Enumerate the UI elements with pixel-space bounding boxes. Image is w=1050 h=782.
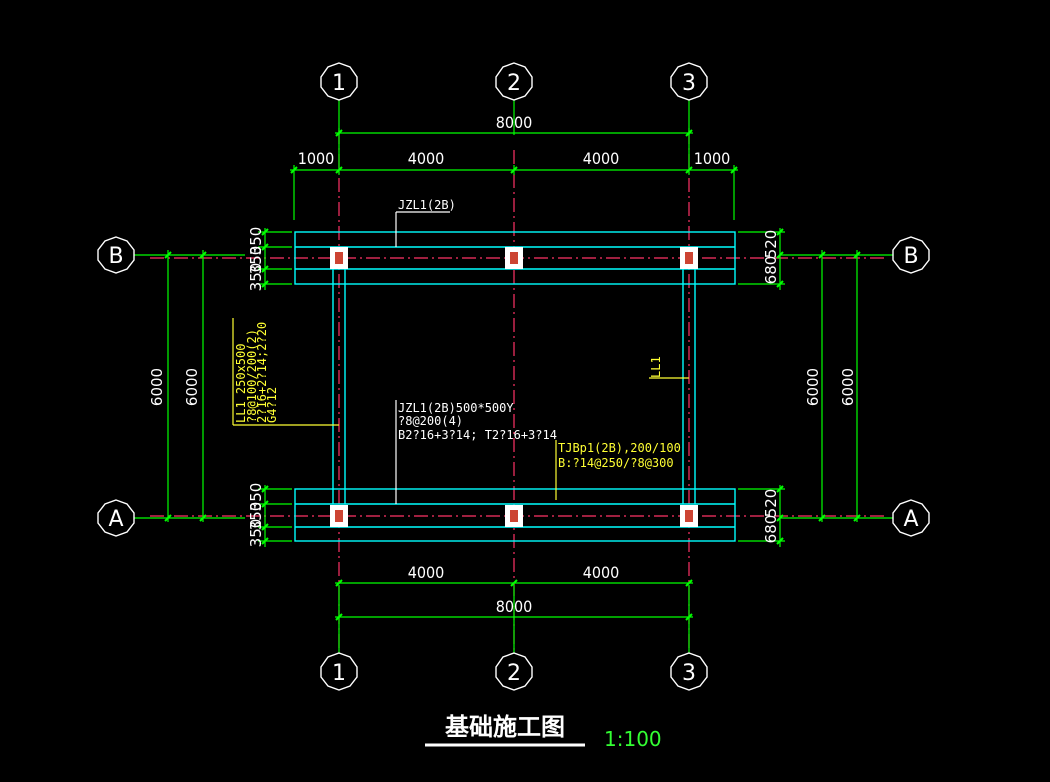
axis-label-b-right: B bbox=[903, 244, 918, 269]
dim-left-a-350b: 350 bbox=[247, 502, 265, 531]
note-jzl-top: JZL1(2B) bbox=[398, 198, 456, 212]
dim-right-a-680: 680 bbox=[762, 515, 780, 544]
right-dimensions bbox=[738, 228, 858, 547]
axis-label-1-top: 1 bbox=[332, 71, 346, 96]
axis-label-2-top: 2 bbox=[507, 71, 521, 96]
axis-label-a-right: A bbox=[903, 507, 918, 532]
dim-right-b-520: 520 bbox=[762, 230, 780, 259]
column-b1 bbox=[330, 247, 348, 269]
axis-bubble-1-bottom bbox=[320, 652, 358, 691]
axis-label-a-left: A bbox=[108, 507, 123, 532]
column-a2 bbox=[505, 505, 523, 527]
note-jzl-mid-1: JZL1(2B)500*500Y bbox=[398, 401, 514, 415]
dim-left-b-350a: 350 bbox=[247, 227, 265, 256]
axis-bubble-b-left bbox=[97, 236, 135, 274]
dim-left-inner: 6000 bbox=[183, 368, 201, 406]
column-a1 bbox=[330, 505, 348, 527]
axis-bubble-1-top bbox=[320, 62, 358, 101]
axis-label-2-bottom: 2 bbox=[507, 661, 521, 686]
note-ll1-side: LL1 bbox=[649, 356, 663, 378]
axis-bubble-3-bottom bbox=[670, 652, 708, 691]
axis-bubble-a-left bbox=[97, 499, 135, 537]
axis-bubble-2-bottom bbox=[495, 652, 533, 691]
note-ll1-4: G4?12 bbox=[265, 387, 279, 423]
note-ll1-1: LL1 250x500 bbox=[234, 344, 248, 423]
drawing-title: 基础施工图 bbox=[445, 713, 565, 741]
dim-right-inner: 6000 bbox=[804, 368, 822, 406]
dim-top-span-2: 4000 bbox=[583, 149, 620, 168]
axis-bubble-b-right bbox=[892, 236, 930, 274]
note-ll1-2: ?8@100/200(2) bbox=[245, 329, 259, 423]
axis-label-b-left: B bbox=[108, 244, 123, 269]
note-jzl-mid-3: B2?16+3?14; T2?16+3?14 bbox=[398, 428, 557, 442]
drawing-scale: 1:100 bbox=[604, 727, 662, 751]
column-a3 bbox=[680, 505, 698, 527]
axis-bubble-a-right bbox=[892, 499, 930, 537]
dim-bottom-span-2: 4000 bbox=[583, 563, 620, 582]
dim-left-a-350c: 350 bbox=[247, 519, 265, 548]
dim-top-span-1: 4000 bbox=[408, 149, 445, 168]
dim-left-outer: 6000 bbox=[148, 368, 166, 406]
column-b3 bbox=[680, 247, 698, 269]
dim-left-b-350c: 350 bbox=[247, 263, 265, 292]
columns bbox=[330, 247, 698, 527]
dim-right-outer: 6000 bbox=[839, 368, 857, 406]
axis-label-1-bottom: 1 bbox=[332, 661, 346, 686]
axis-label-3-top: 3 bbox=[682, 71, 696, 96]
note-tjbp-2: B:?14@250/?8@300 bbox=[558, 456, 674, 470]
leader-lines bbox=[232, 211, 689, 504]
foundation-beams bbox=[294, 231, 736, 542]
dim-bottom-total: 8000 bbox=[496, 597, 533, 616]
note-ll1-3: 2?16+2?14;2?20 bbox=[255, 322, 269, 423]
dim-top-right-overhang: 1000 bbox=[694, 149, 731, 168]
column-b2 bbox=[505, 247, 523, 269]
note-tjbp-1: TJBp1(2B),200/100 bbox=[558, 441, 681, 455]
axis-label-3-bottom: 3 bbox=[682, 661, 696, 686]
dim-right-b-680: 680 bbox=[762, 256, 780, 285]
dim-top-total: 8000 bbox=[496, 113, 533, 132]
axis-bubble-2-top bbox=[495, 62, 533, 101]
axis-bubble-3-top bbox=[670, 62, 708, 101]
dim-right-a-520: 520 bbox=[762, 489, 780, 518]
axis-bubbles bbox=[97, 62, 930, 691]
dim-bottom-span-1: 4000 bbox=[408, 563, 445, 582]
note-jzl-mid-2: ?8@200(4) bbox=[398, 414, 463, 428]
dim-top-left-overhang: 1000 bbox=[298, 149, 335, 168]
dim-left-a-350a: 350 bbox=[247, 483, 265, 512]
dim-left-b-350b: 350 bbox=[247, 246, 265, 275]
